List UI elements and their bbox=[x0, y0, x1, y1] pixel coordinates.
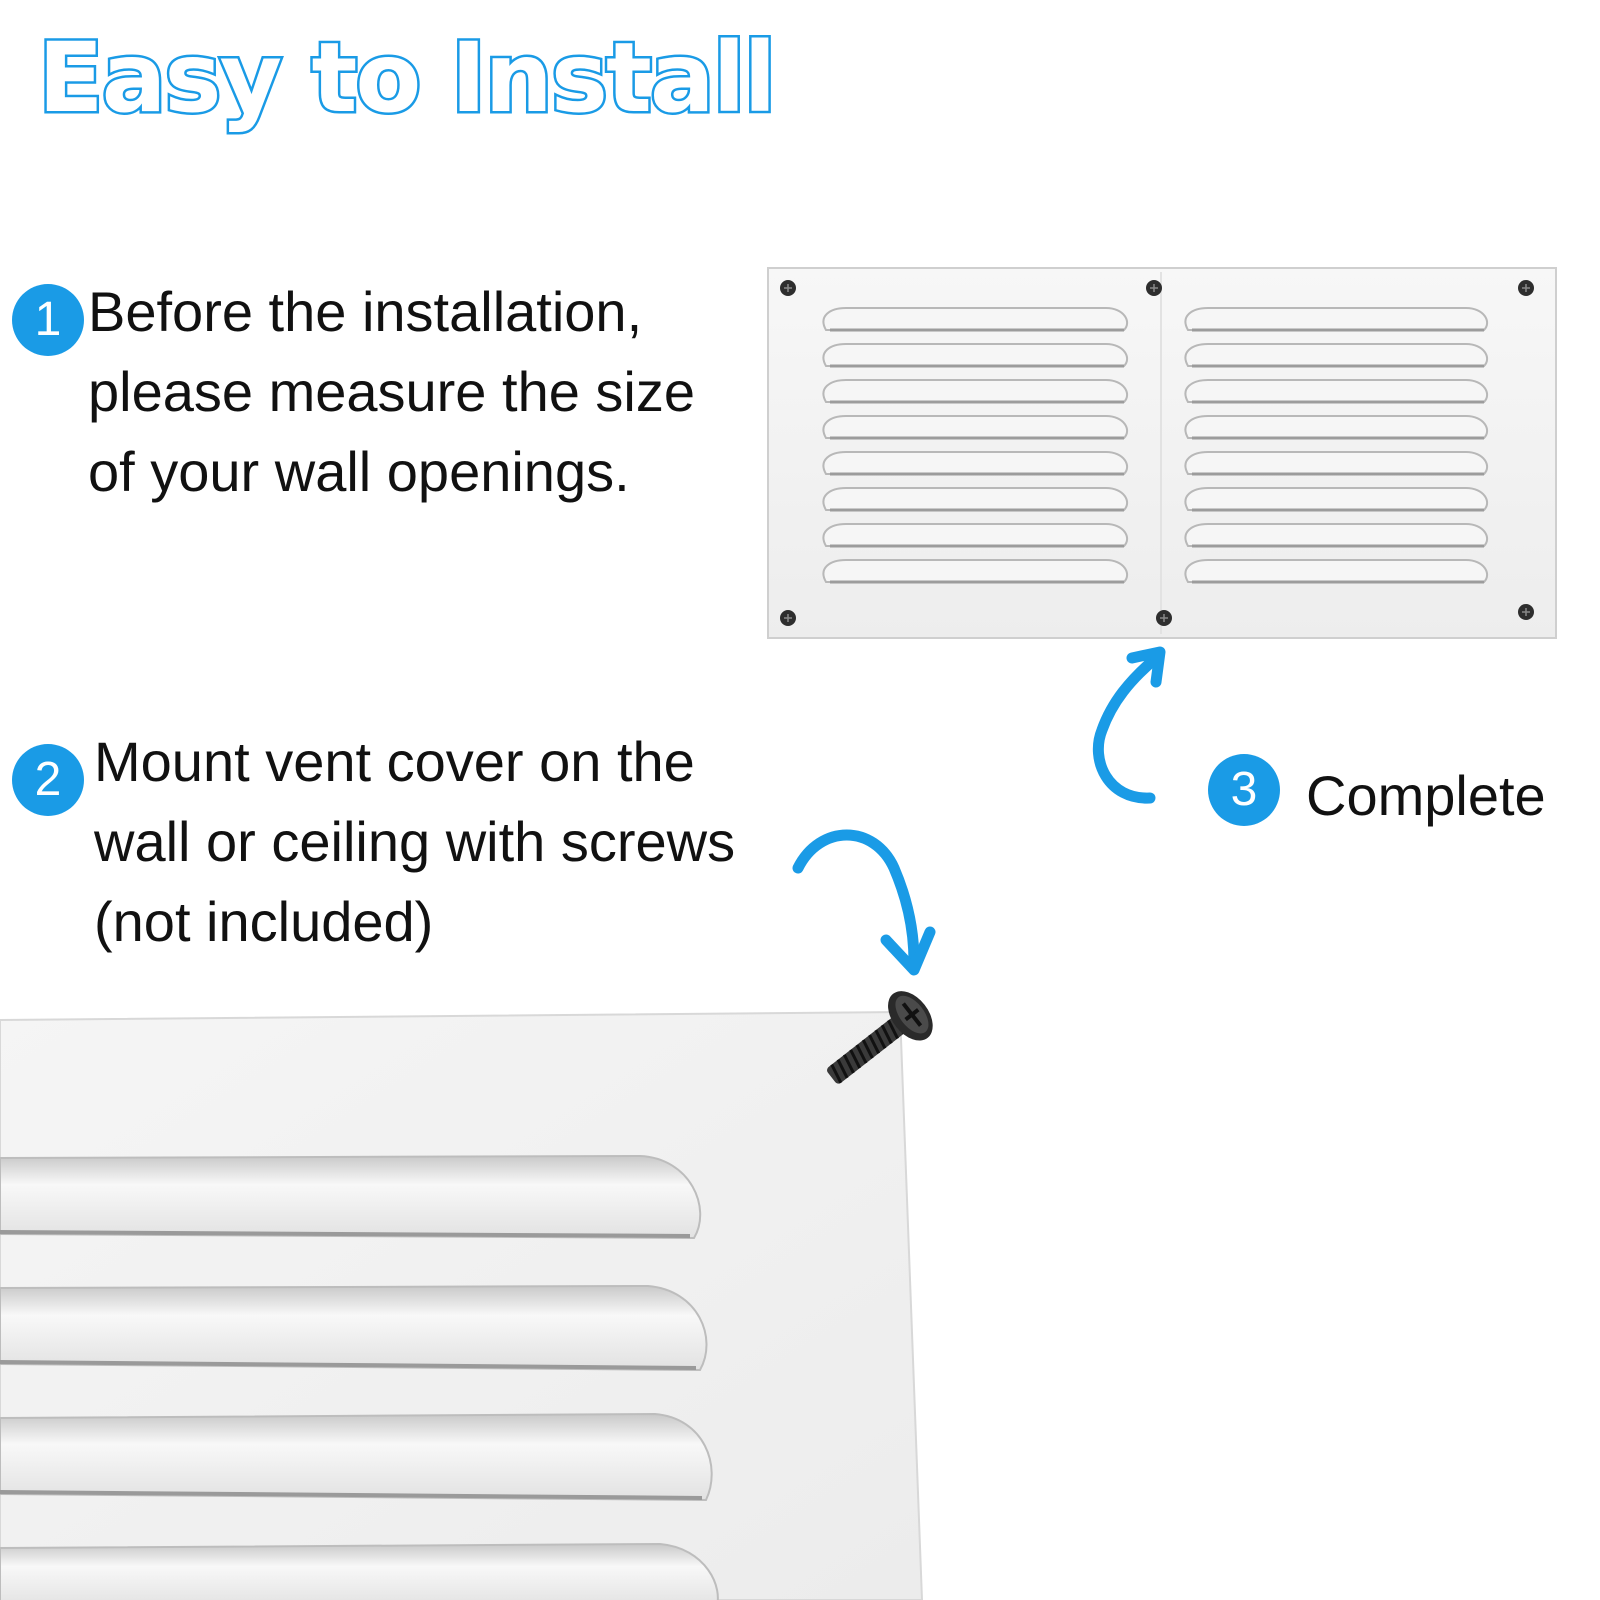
step-2-text: Mount vent cover on the wall or ceiling … bbox=[94, 722, 735, 962]
arrow-up-curved-icon bbox=[1092, 646, 1166, 804]
step-3-badge: 3 bbox=[1208, 754, 1280, 826]
small-slat bbox=[822, 487, 1129, 512]
step-2-line-2: wall or ceiling with screws bbox=[94, 810, 736, 873]
step-1-line-2: please measure the size bbox=[88, 360, 696, 423]
arrow-down-curved-icon bbox=[792, 829, 936, 976]
small-slat bbox=[822, 451, 1129, 476]
vent-cover-closeup bbox=[0, 1010, 924, 1600]
small-slat bbox=[1184, 343, 1489, 368]
screw-icon bbox=[827, 991, 933, 1084]
page-title: Easy to Install bbox=[35, 20, 778, 137]
step-2-line-1: Mount vent cover on the bbox=[94, 730, 695, 793]
small-slat bbox=[1184, 415, 1489, 440]
step-3-line-1: Complete bbox=[1306, 764, 1546, 827]
small-screw-icon bbox=[780, 610, 796, 626]
vent-cover-small bbox=[767, 267, 1557, 639]
small-slat bbox=[822, 415, 1129, 440]
small-screw-icon bbox=[1518, 604, 1534, 620]
big-slat bbox=[0, 1412, 713, 1502]
small-slat bbox=[822, 307, 1129, 332]
step-3-text: Complete bbox=[1306, 756, 1546, 836]
step-1-line-1: Before the installation, bbox=[88, 280, 643, 343]
small-slat bbox=[822, 559, 1129, 584]
small-slat bbox=[1184, 559, 1489, 584]
small-screw-icon bbox=[780, 280, 796, 296]
small-slat bbox=[822, 523, 1129, 548]
small-slat bbox=[1184, 307, 1489, 332]
step-2-line-3: (not included) bbox=[94, 890, 434, 953]
big-slat bbox=[0, 1154, 702, 1240]
step-2-badge: 2 bbox=[12, 744, 84, 816]
big-slat bbox=[0, 1542, 719, 1600]
small-screw-icon bbox=[1518, 280, 1534, 296]
small-slat bbox=[1184, 487, 1489, 512]
small-slat bbox=[1184, 451, 1489, 476]
step-1-badge: 1 bbox=[12, 284, 84, 356]
small-slat bbox=[1184, 523, 1489, 548]
step-1-text: Before the installation, please measure … bbox=[88, 272, 695, 512]
small-slat bbox=[1184, 379, 1489, 404]
small-slat bbox=[822, 379, 1129, 404]
small-screw-icon bbox=[1146, 280, 1162, 296]
step-1-line-3: of your wall openings. bbox=[88, 440, 630, 503]
big-slat bbox=[0, 1284, 708, 1372]
small-screw-icon bbox=[1156, 610, 1172, 626]
small-slat bbox=[822, 343, 1129, 368]
